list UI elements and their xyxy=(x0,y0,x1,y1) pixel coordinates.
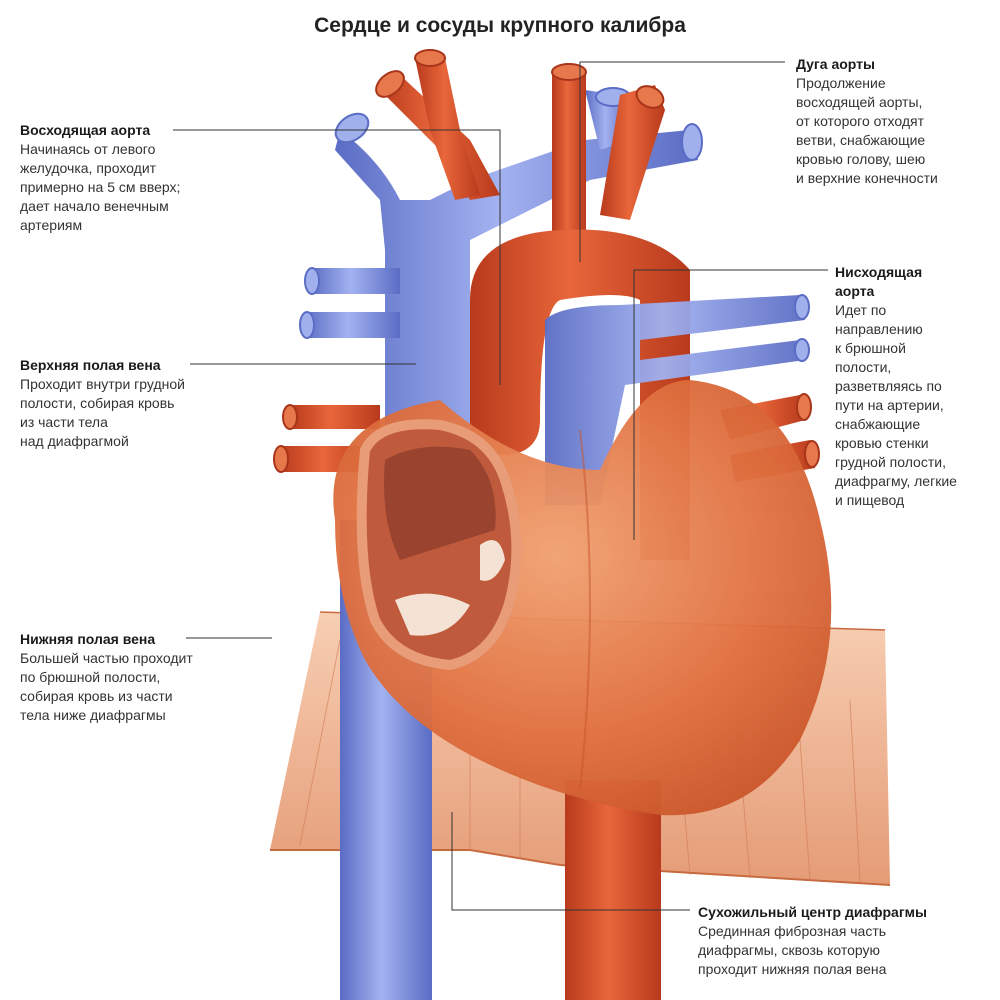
leader-ascending-aorta xyxy=(173,129,501,385)
right-atrium-cutaway xyxy=(356,419,522,671)
label-ascending-aorta: Восходящая аорта Начинаясь от левого жел… xyxy=(20,121,260,235)
label-superior-vena-cava-title: Верхняя полая вена xyxy=(20,357,161,373)
leader-lines xyxy=(173,61,828,911)
label-descending-aorta-title: Нисходящая аорта xyxy=(835,264,923,299)
label-superior-vena-cava: Верхняя полая вена Проходит внутри грудн… xyxy=(20,356,260,451)
aortic-arch-branches xyxy=(375,49,665,280)
label-inferior-vena-cava-title: Нижняя полая вена xyxy=(20,631,156,647)
label-aortic-arch-text: Продолжение восходящей аорты, от которог… xyxy=(796,75,938,186)
label-central-tendon-text: Срединная фиброзная часть диафрагмы, скв… xyxy=(698,923,887,977)
label-aortic-arch-title: Дуга аорты xyxy=(796,56,875,72)
label-superior-vena-cava-text: Проходит внутри грудной полости, собирая… xyxy=(20,376,185,449)
label-central-tendon-title: Сухожильный центр диафрагмы xyxy=(698,904,927,920)
descending-aorta-lower xyxy=(565,780,661,1000)
label-central-tendon: Сухожильный центр диафрагмы Срединная фи… xyxy=(698,903,993,979)
leader-aortic-arch xyxy=(579,61,785,262)
leader-central-tendon xyxy=(451,812,690,911)
label-descending-aorta: Нисходящая аорта Идет по направлению к б… xyxy=(835,263,995,510)
label-ascending-aorta-text: Начинаясь от левого желудочка, проходит … xyxy=(20,141,181,233)
aortic-arch xyxy=(470,229,690,560)
label-ascending-aorta-title: Восходящая аорта xyxy=(20,122,151,138)
diagram-title: Сердце и сосуды крупного калибра xyxy=(314,14,686,37)
label-inferior-vena-cava: Нижняя полая вена Большей частью проходи… xyxy=(20,630,260,725)
label-aortic-arch: Дуга аорты Продолжение восходящей аорты,… xyxy=(796,55,996,188)
label-inferior-vena-cava-text: Большей частью проходит по брюшной полос… xyxy=(20,650,193,723)
label-descending-aorta-text: Идет по направлению к брюшной полости, р… xyxy=(835,302,957,508)
leader-descending-aorta xyxy=(633,269,828,540)
